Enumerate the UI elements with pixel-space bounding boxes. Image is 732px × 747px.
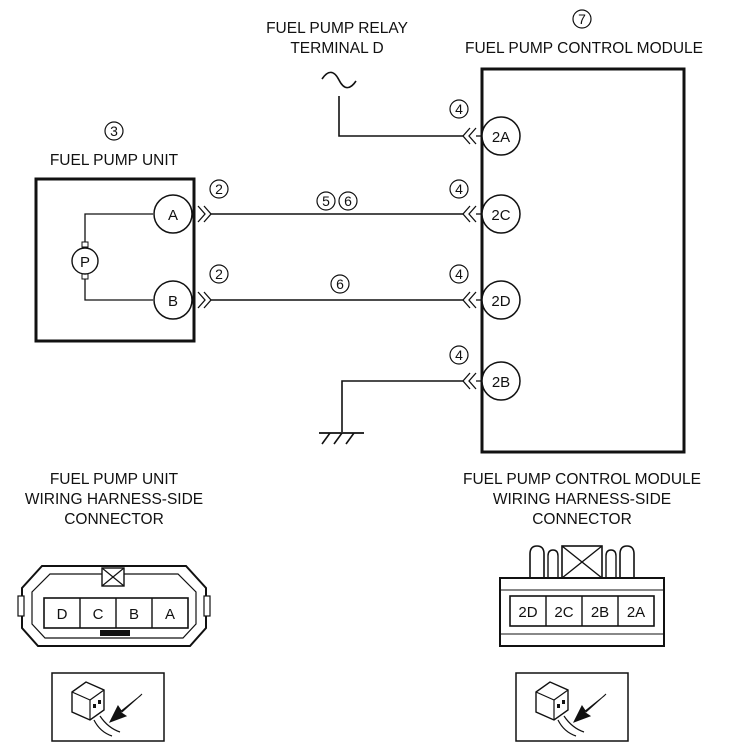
svg-text:2B: 2B xyxy=(492,374,510,391)
pump-connector-symbol-a xyxy=(197,205,212,223)
svg-text:4: 4 xyxy=(455,266,463,282)
pump-unit-label: FUEL PUMP UNIT xyxy=(50,152,179,169)
svg-text:A: A xyxy=(168,207,178,224)
module-conn-cell-2b: 2B xyxy=(591,604,609,621)
pump-motor-symbol: P xyxy=(71,241,99,280)
wire-relay-2a xyxy=(338,96,463,137)
callout-pump-conn-b: 2 xyxy=(209,264,229,284)
relay-break-symbol xyxy=(321,71,357,89)
callout-module-2c: 4 xyxy=(449,179,469,199)
callout-wire-a-6: 6 xyxy=(338,191,358,211)
svg-text:2: 2 xyxy=(215,266,223,282)
svg-text:4: 4 xyxy=(455,347,463,363)
svg-text:6: 6 xyxy=(344,193,352,209)
pump-motor-label: P xyxy=(80,254,90,271)
svg-text:2: 2 xyxy=(215,181,223,197)
svg-text:5: 5 xyxy=(322,193,330,209)
callout-wire-a-5: 5 xyxy=(316,191,336,211)
pump-conn-cell-c: C xyxy=(93,606,104,623)
module-connector-symbol-2c xyxy=(462,205,482,223)
module-connector-symbol-2d xyxy=(462,291,482,309)
callout-module-2a: 4 xyxy=(449,99,469,119)
pump-pin-a: A xyxy=(153,194,193,234)
pump-pin-b: B xyxy=(153,280,193,320)
callout-pump-unit: 3 xyxy=(104,121,124,141)
pump-conn-cell-d: D xyxy=(57,606,68,623)
svg-text:3: 3 xyxy=(110,123,118,139)
module-conn-label-line3: CONNECTOR xyxy=(532,511,632,528)
module-connector-symbol-2a xyxy=(462,127,482,145)
view-direction-icon-left xyxy=(51,672,165,742)
callout-control-module: 7 xyxy=(572,9,592,29)
svg-text:4: 4 xyxy=(455,181,463,197)
pump-conn-cell-a: A xyxy=(165,606,175,623)
svg-text:2A: 2A xyxy=(492,129,510,146)
pump-internal-wire-top xyxy=(84,213,153,244)
callout-module-2b: 4 xyxy=(449,345,469,365)
module-pin-2d: 2D xyxy=(481,280,521,320)
relay-label-line1: FUEL PUMP RELAY xyxy=(266,20,408,37)
control-module-label: FUEL PUMP CONTROL MODULE xyxy=(465,40,703,57)
svg-text:2C: 2C xyxy=(491,207,510,224)
callout-module-2d: 4 xyxy=(449,264,469,284)
relay-label-line2: TERMINAL D xyxy=(290,40,383,57)
ground-symbol xyxy=(319,432,364,445)
module-conn-cell-2d: 2D xyxy=(518,604,537,621)
pump-conn-label-line1: FUEL PUMP UNIT xyxy=(50,471,179,488)
module-harness-connector xyxy=(499,545,665,647)
wire-2b-ground xyxy=(341,380,463,432)
svg-text:B: B xyxy=(168,293,178,310)
module-connector-symbol-2b xyxy=(462,372,482,390)
svg-text:6: 6 xyxy=(336,276,344,292)
callout-wire-b-6: 6 xyxy=(330,274,350,294)
pump-conn-label-line3: CONNECTOR xyxy=(64,511,164,528)
svg-text:4: 4 xyxy=(455,101,463,117)
svg-text:2D: 2D xyxy=(491,293,510,310)
pump-conn-cell-b: B xyxy=(129,606,139,623)
svg-text:7: 7 xyxy=(578,11,586,27)
module-pin-2a: 2A xyxy=(481,116,521,156)
module-pin-2c: 2C xyxy=(481,194,521,234)
pump-connector-symbol-b xyxy=(197,291,212,309)
callout-pump-conn-a: 2 xyxy=(209,179,229,199)
pump-conn-label-line2: WIRING HARNESS-SIDE xyxy=(25,491,203,508)
view-direction-icon-right xyxy=(515,672,629,742)
module-conn-cell-2a: 2A xyxy=(627,604,645,621)
pump-internal-wire-bottom xyxy=(84,276,153,301)
module-pin-2b: 2B xyxy=(481,361,521,401)
module-conn-cell-2c: 2C xyxy=(554,604,573,621)
module-conn-label-line2: WIRING HARNESS-SIDE xyxy=(493,491,671,508)
pump-harness-connector xyxy=(17,565,211,647)
module-conn-label-line1: FUEL PUMP CONTROL MODULE xyxy=(463,471,701,488)
